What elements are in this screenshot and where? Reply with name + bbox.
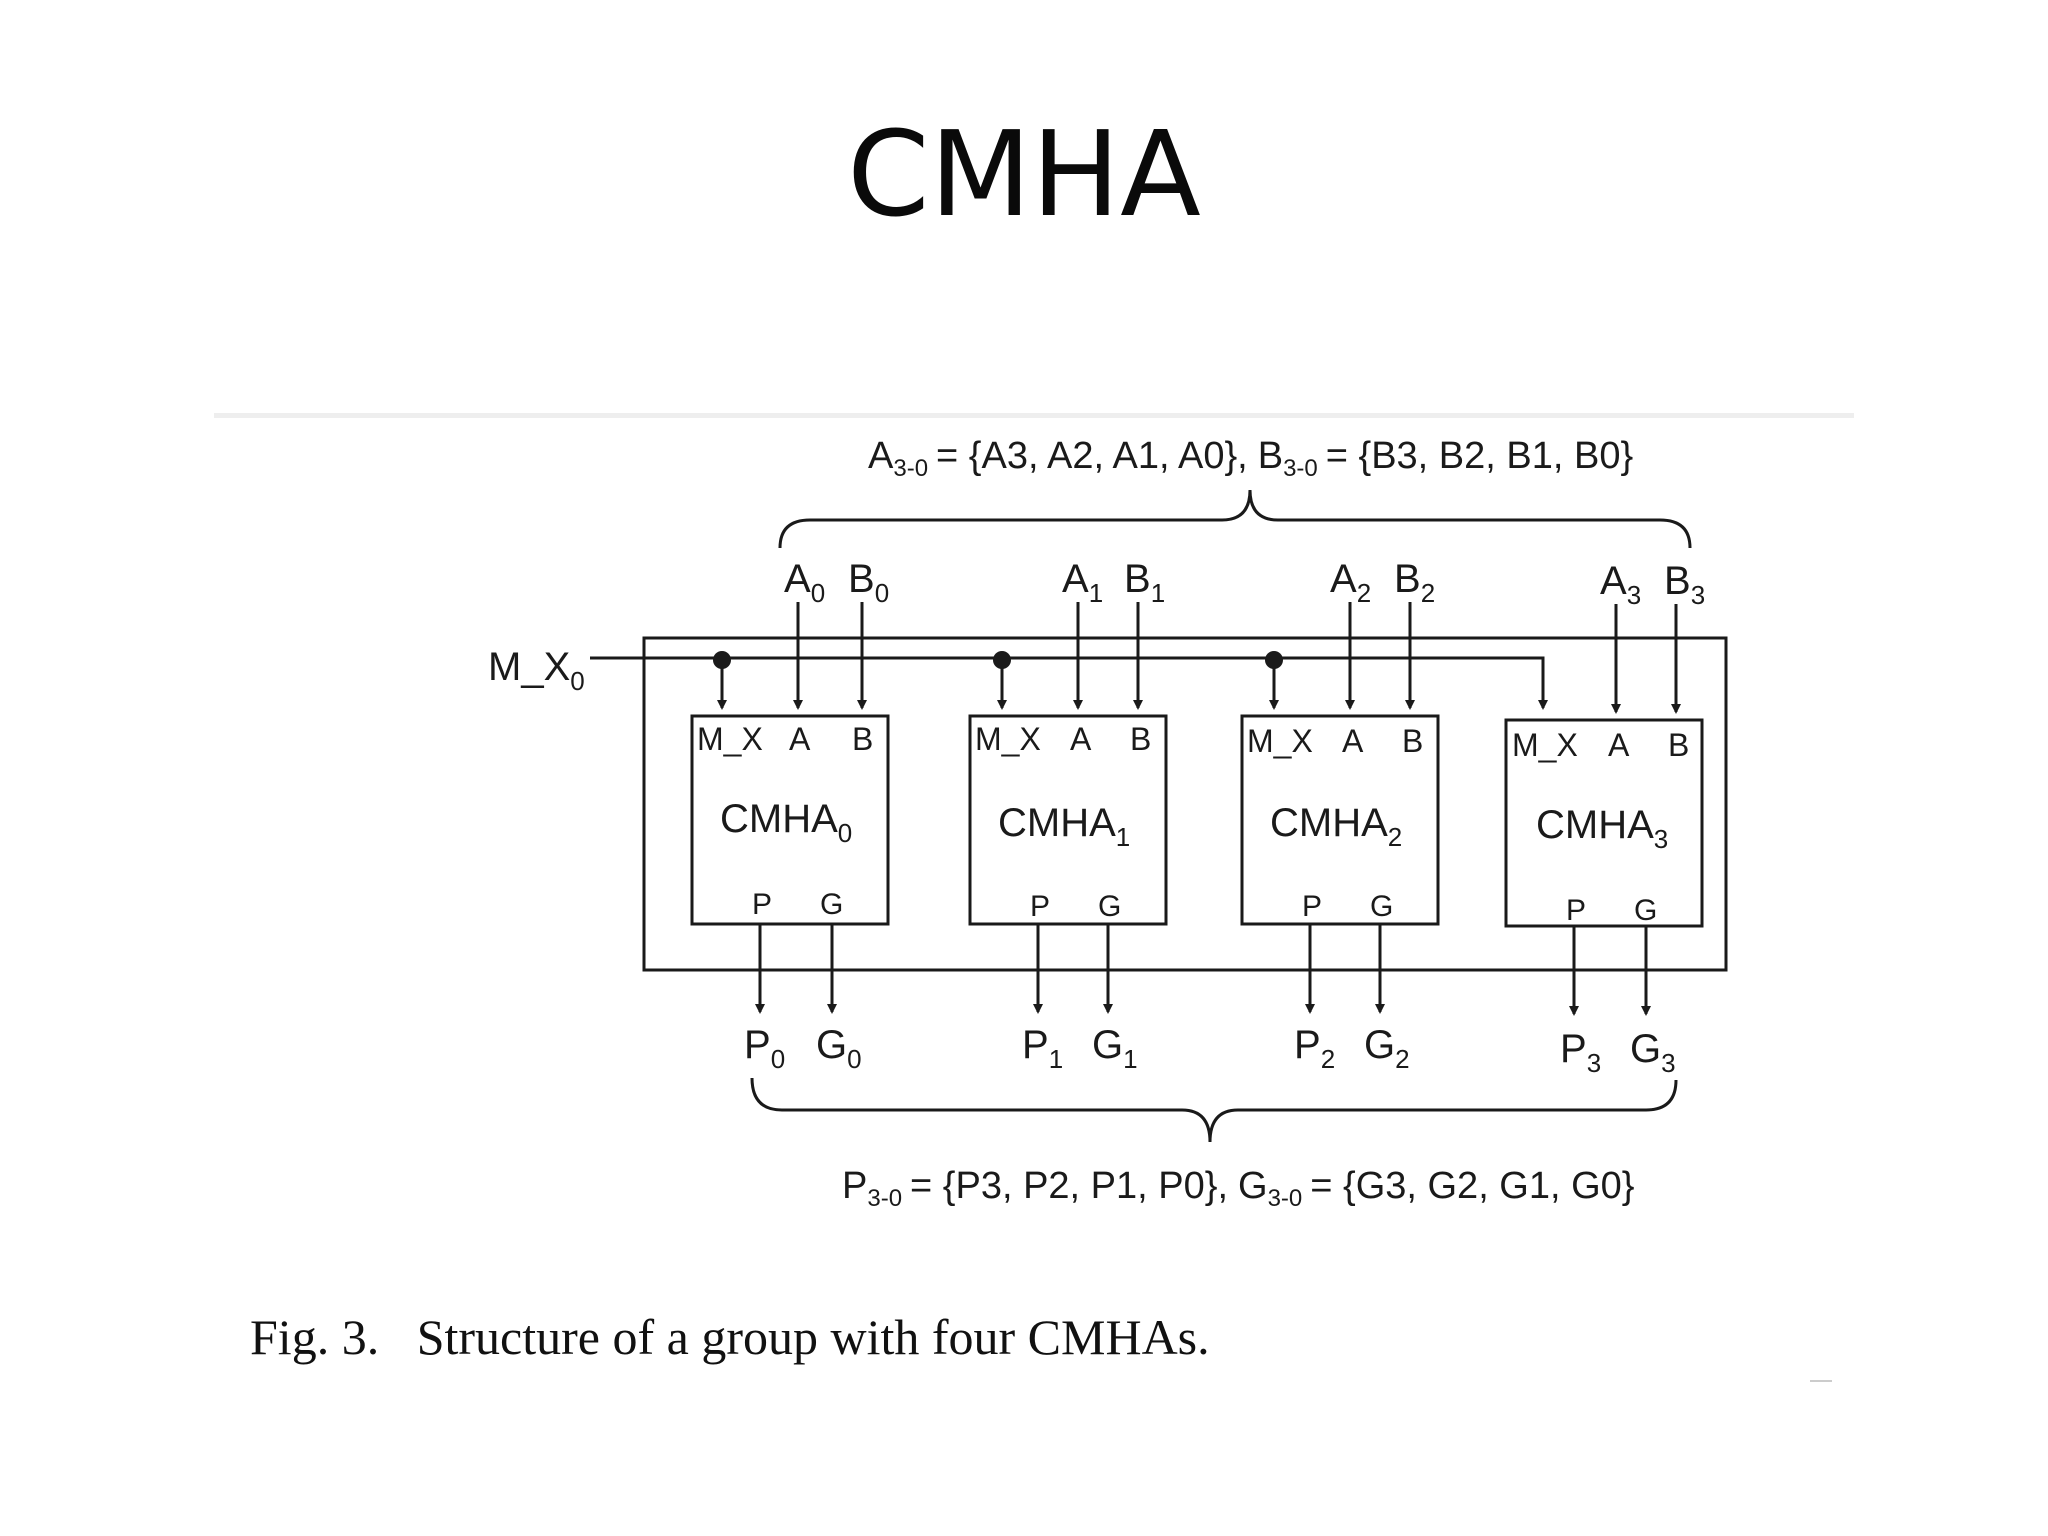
- cmha-block-2: M_X A B CMHA2 P G: [1240, 714, 1440, 926]
- block-name-label: CMHA2: [1270, 801, 1402, 852]
- port-a-label: A: [1608, 727, 1630, 763]
- output-g2-label: G2: [1364, 1023, 1410, 1074]
- top-eq-b-rhs: = {B3, B2, B1, B0}: [1326, 435, 1633, 477]
- output-g1-label: G1: [1092, 1023, 1138, 1074]
- output-g3-label: G3: [1630, 1027, 1676, 1078]
- port-mx-label: M_X: [1247, 723, 1313, 759]
- top-eq-a-lhs: A: [868, 435, 894, 477]
- port-a-label: A: [1070, 721, 1092, 757]
- port-mx-label: M_X: [1512, 727, 1578, 763]
- block-name-label: CMHA3: [1536, 803, 1668, 854]
- port-g-label: G: [1634, 894, 1657, 927]
- port-mx-label: M_X: [697, 721, 763, 757]
- top-brace: [778, 489, 1692, 549]
- bottom-eq-p-rhs: = {P3, P2, P1, P0},: [910, 1165, 1228, 1207]
- cmha-block-1: M_X A B CMHA1 P G: [968, 714, 1168, 926]
- mx0-input-label: M_X0: [488, 645, 585, 696]
- mx0-sub: 0: [570, 666, 584, 696]
- port-p-label: P: [1566, 894, 1586, 927]
- input-a2-label: A2: [1330, 557, 1371, 608]
- input-b0-label: B0: [848, 557, 889, 608]
- figure-top-rule: [214, 413, 1854, 418]
- input-a0-label: A0: [784, 557, 825, 608]
- port-a-label: A: [1342, 723, 1364, 759]
- output-g0-label: G0: [816, 1023, 862, 1074]
- bottom-eq-p-lhs: P: [842, 1165, 867, 1207]
- port-p-label: P: [752, 888, 772, 921]
- port-g-label: G: [1098, 890, 1121, 923]
- input-b3-label: B3: [1664, 559, 1705, 610]
- port-b-label: B: [1402, 723, 1423, 759]
- output-p3-label: P3: [1560, 1027, 1601, 1078]
- input-a1-label: A1: [1062, 557, 1103, 608]
- figure-caption: Fig. 3. Structure of a group with four C…: [250, 1309, 1210, 1365]
- top-eq-b-sub: 3-0: [1283, 455, 1318, 482]
- top-eq-a-rhs: = {A3, A2, A1, A0},: [936, 435, 1248, 477]
- output-p0-label: P0: [744, 1023, 785, 1074]
- corner-mark: [1810, 1380, 1832, 1382]
- port-g-label: G: [820, 888, 843, 921]
- output-p1-label: P1: [1022, 1023, 1063, 1074]
- top-eq-b-lhs: B: [1258, 435, 1283, 477]
- port-p-label: P: [1302, 890, 1322, 923]
- port-b-label: B: [1668, 727, 1689, 763]
- port-b-label: B: [852, 721, 873, 757]
- bottom-brace: [750, 1077, 1678, 1143]
- top-equation: A3-0= {A3, A2, A1, A0},B3-0= {B3, B2, B1…: [868, 435, 1633, 482]
- block-name-label: CMHA1: [998, 801, 1130, 852]
- input-b1-label: B1: [1124, 557, 1165, 608]
- slide-title: CMHA: [847, 105, 1201, 243]
- output-p2-label: P2: [1294, 1023, 1335, 1074]
- bottom-eq-g-rhs: = {G3, G2, G1, G0}: [1310, 1165, 1634, 1207]
- port-a-label: A: [789, 721, 811, 757]
- bottom-eq-p-sub: 3-0: [867, 1185, 902, 1212]
- mx0-bus-line: [590, 656, 1548, 710]
- port-g-label: G: [1370, 890, 1393, 923]
- mx0-label: M_X: [488, 645, 570, 689]
- port-b-label: B: [1130, 721, 1151, 757]
- top-eq-a-sub: 3-0: [893, 455, 928, 482]
- port-p-label: P: [1030, 890, 1050, 923]
- bottom-eq-g-lhs: G: [1238, 1165, 1268, 1207]
- port-mx-label: M_X: [975, 721, 1041, 757]
- input-b2-label: B2: [1394, 557, 1435, 608]
- block-name-label: CMHA0: [720, 797, 852, 848]
- cmha-block-0: M_X A B CMHA0 P G: [690, 714, 890, 926]
- input-a3-label: A3: [1600, 559, 1641, 610]
- bottom-eq-g-sub: 3-0: [1268, 1185, 1303, 1212]
- bottom-equation: P3-0= {P3, P2, P1, P0},G3-0= {G3, G2, G1…: [842, 1165, 1635, 1212]
- cmha-block-3: M_X A B CMHA3 P G: [1504, 718, 1704, 928]
- group-boundary: [642, 636, 1728, 972]
